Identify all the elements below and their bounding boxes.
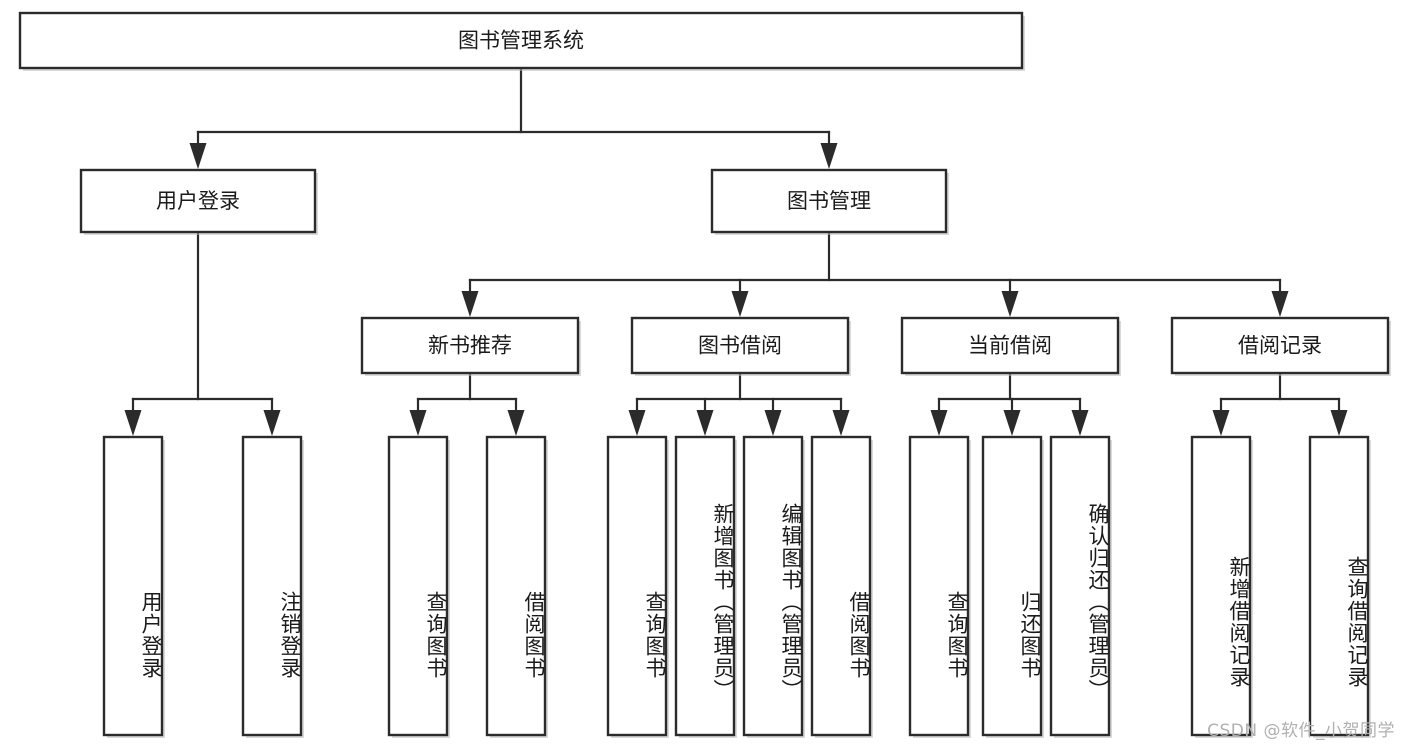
node-label: 借阅记录 (1238, 334, 1322, 358)
node-box[interactable] (710, 168, 948, 234)
node-box[interactable] (79, 168, 317, 234)
node-box[interactable] (102, 435, 164, 737)
node-box[interactable] (1190, 435, 1252, 737)
node-l-query-book-3[interactable] (908, 435, 971, 738)
watermark-text: CSDN @软件_小贺同学 (1207, 721, 1395, 741)
node-box[interactable] (606, 435, 668, 737)
node-label: 图书管理 (787, 189, 871, 213)
node-l-query-book-1[interactable] (387, 435, 450, 738)
node-n-borrow[interactable]: 图书借阅 (630, 316, 851, 376)
node-label: 当前借阅 (968, 334, 1052, 358)
node-n-current[interactable]: 当前借阅 (900, 316, 1121, 376)
node-l-borrow-book-1[interactable] (485, 435, 548, 738)
node-box[interactable] (1308, 435, 1370, 737)
node-box[interactable] (981, 435, 1043, 737)
node-box[interactable] (485, 435, 547, 737)
node-l-confirm-return[interactable] (1049, 435, 1112, 738)
node-root[interactable]: 图书管理系统 (18, 11, 1025, 71)
node-l-query-book-2[interactable] (606, 435, 669, 738)
node-box[interactable] (1170, 316, 1390, 375)
node-box[interactable] (810, 435, 872, 737)
node-l-edit-book[interactable] (742, 435, 805, 738)
node-box[interactable] (1049, 435, 1111, 737)
node-label: 图书管理系统 (458, 29, 584, 53)
node-box[interactable] (742, 435, 804, 737)
node-l-borrow-book-2[interactable] (810, 435, 873, 738)
node-label: 图书借阅 (698, 334, 782, 358)
node-box[interactable] (18, 11, 1024, 70)
node-l-return-book[interactable] (981, 435, 1044, 738)
node-l-add-record[interactable] (1190, 435, 1253, 738)
node-l-user-login[interactable] (102, 435, 165, 738)
node-n-records[interactable]: 借阅记录 (1170, 316, 1391, 376)
node-label: 新书推荐 (428, 334, 512, 358)
node-box[interactable] (908, 435, 970, 737)
node-l-add-book[interactable] (674, 435, 737, 738)
node-box[interactable] (241, 435, 303, 737)
node-box[interactable] (387, 435, 449, 737)
node-box[interactable] (360, 316, 580, 375)
connector-layer (124, 66, 1348, 436)
node-label: 用户登录 (156, 189, 240, 213)
node-l-logout[interactable] (241, 435, 304, 738)
node-n-new-rec[interactable]: 新书推荐 (360, 316, 581, 376)
node-n-book-mgmt[interactable]: 图书管理 (710, 168, 949, 235)
node-box[interactable] (900, 316, 1120, 375)
node-n-user-login[interactable]: 用户登录 (79, 168, 318, 235)
node-box[interactable] (630, 316, 850, 375)
node-l-query-record[interactable] (1308, 435, 1371, 738)
node-box[interactable] (674, 435, 736, 737)
